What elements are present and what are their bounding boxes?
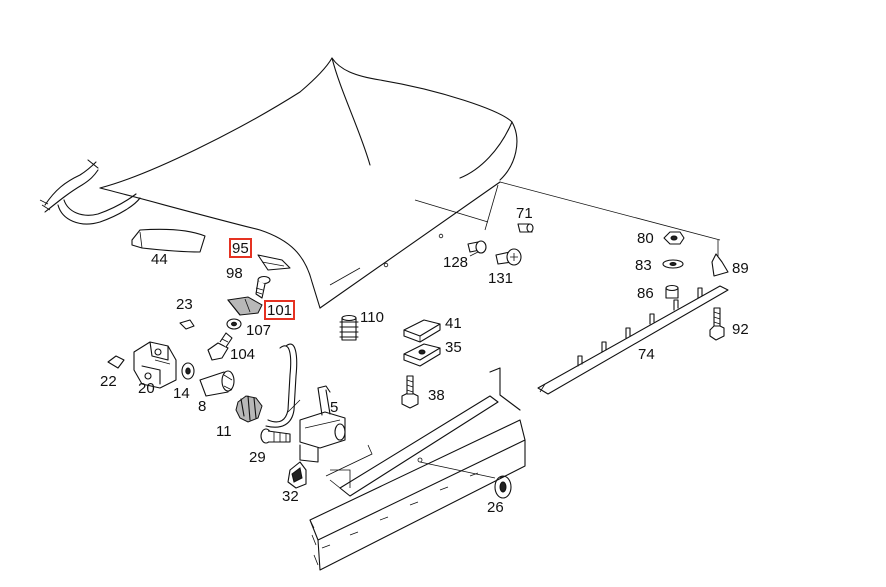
callout-110[interactable]: 110 xyxy=(360,309,384,326)
callout-92[interactable]: 92 xyxy=(732,321,749,338)
callout-29[interactable]: 29 xyxy=(249,449,266,466)
callout-89[interactable]: 89 xyxy=(732,260,749,277)
part-83 xyxy=(662,259,684,269)
callout-23[interactable]: 23 xyxy=(176,296,193,313)
callout-38[interactable]: 38 xyxy=(428,387,445,404)
part-86 xyxy=(665,284,679,299)
part-23 xyxy=(179,319,195,330)
callout-32[interactable]: 32 xyxy=(282,488,299,505)
callout-44[interactable]: 44 xyxy=(151,251,168,268)
callout-86[interactable]: 86 xyxy=(637,285,654,302)
part-110 xyxy=(339,314,359,341)
callout-83[interactable]: 83 xyxy=(635,257,652,274)
part-131 xyxy=(495,248,522,266)
part-32 xyxy=(287,461,307,489)
part-22 xyxy=(107,355,125,369)
callout-26[interactable]: 26 xyxy=(487,499,504,516)
callout-71[interactable]: 71 xyxy=(516,205,533,222)
callout-14[interactable]: 14 xyxy=(173,385,190,402)
callout-11[interactable]: 11 xyxy=(216,423,232,440)
leader-lines xyxy=(287,251,504,479)
callout-98[interactable]: 98 xyxy=(226,265,243,282)
part-71 xyxy=(517,223,534,233)
part-14 xyxy=(181,362,195,380)
part-74 xyxy=(537,285,729,395)
part-80 xyxy=(663,231,685,245)
callout-41[interactable]: 41 xyxy=(445,315,462,332)
callout-107[interactable]: 107 xyxy=(246,322,272,339)
part-38 xyxy=(401,375,419,409)
callout-5[interactable]: 5 xyxy=(330,399,339,416)
callout-74[interactable]: 74 xyxy=(638,346,655,363)
callout-80[interactable]: 80 xyxy=(637,230,654,247)
part-35 xyxy=(403,343,441,367)
part-41 xyxy=(403,319,441,343)
part-8 xyxy=(199,370,235,397)
callout-35[interactable]: 35 xyxy=(445,339,462,356)
callout-22[interactable]: 22 xyxy=(100,373,117,390)
callout-128[interactable]: 128 xyxy=(443,254,469,271)
rod-5 xyxy=(265,343,298,428)
part-107 xyxy=(226,318,242,330)
part-128 xyxy=(467,240,487,254)
part-44 xyxy=(131,228,206,253)
part-92 xyxy=(709,307,725,341)
part-26 xyxy=(494,475,512,499)
callout-104[interactable]: 104 xyxy=(230,346,256,363)
part-98 xyxy=(255,275,271,299)
trunk-lid xyxy=(99,57,721,309)
part-11 xyxy=(235,395,263,423)
lower-rail xyxy=(309,367,526,571)
callout-101[interactable]: 101 xyxy=(264,300,296,320)
part-5 xyxy=(299,385,346,463)
callout-95[interactable]: 95 xyxy=(229,238,252,258)
part-104 xyxy=(207,332,233,361)
part-89 xyxy=(711,240,729,277)
part-20 xyxy=(133,341,177,389)
part-101 xyxy=(227,296,263,316)
part-29 xyxy=(260,428,291,444)
callout-20[interactable]: 20 xyxy=(138,380,155,397)
callout-8[interactable]: 8 xyxy=(198,398,207,415)
callout-131[interactable]: 131 xyxy=(488,270,514,287)
part-95 xyxy=(257,254,291,271)
hinge-arm xyxy=(39,159,141,225)
